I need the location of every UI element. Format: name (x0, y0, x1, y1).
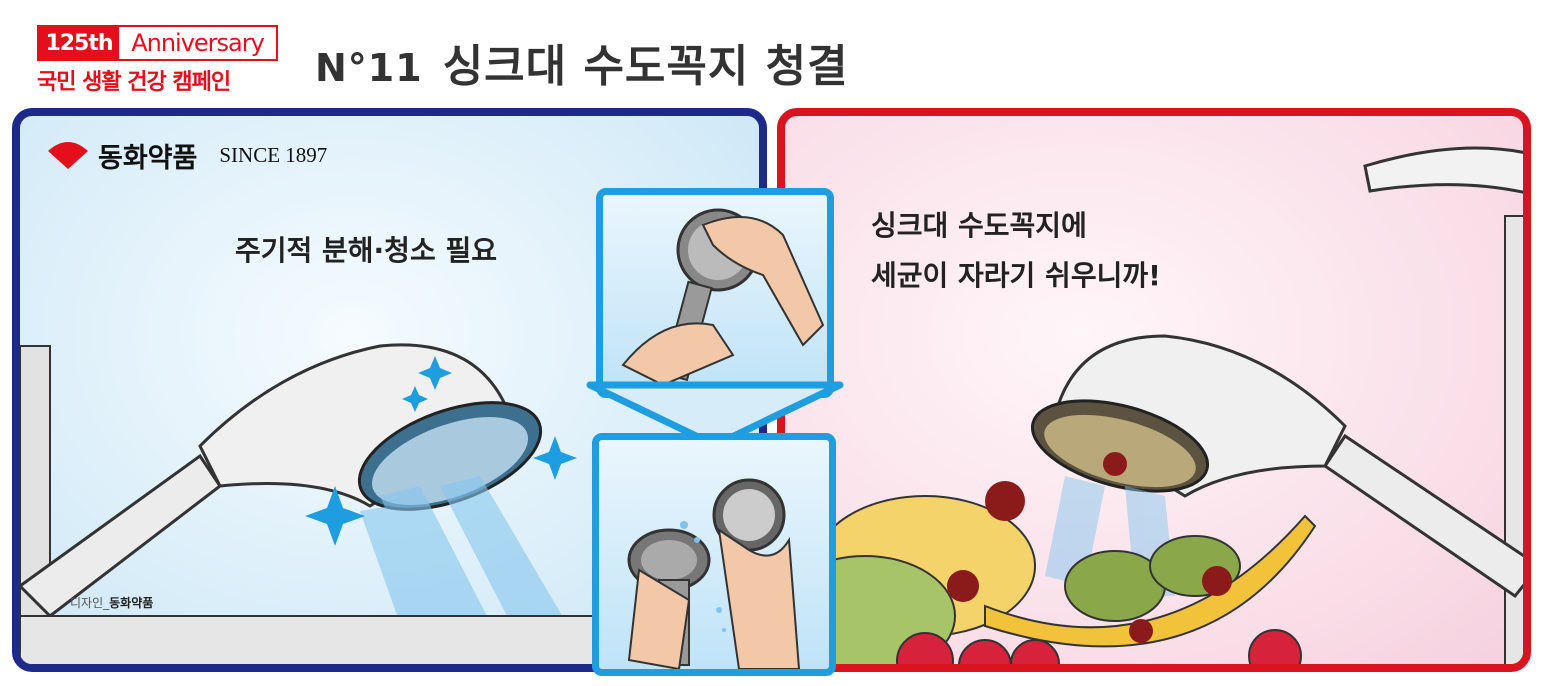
campaign-label: 국민 생활 건강 캠페인 (37, 70, 231, 95)
germ-icon (947, 452, 1232, 643)
credit-name: 동화약품 (109, 596, 154, 610)
left-caption: 주기적 분해·청소 필요 (235, 234, 497, 267)
dirty-showerhead-illustration (785, 146, 1523, 664)
brand-logo: 동화약품 SINCE 1897 (46, 136, 327, 175)
dirty-showerhead-panel: 싱크대 수도꼭지에 세균이 자라기 쉬우니까! (777, 108, 1531, 672)
right-caption-line2: 세균이 자라기 쉬우니까! (871, 259, 1161, 292)
credit-prefix: 디자인_ (70, 596, 110, 610)
page-title: N°11 싱크대 수도꼭지 청결 (315, 30, 849, 94)
anniversary-badge: 125th Anniversary (37, 25, 278, 61)
title-text: 싱크대 수도꼭지 청결 (442, 41, 849, 92)
sparkle-icon (305, 356, 577, 546)
disassemble-step-box (596, 188, 834, 398)
brand-since: SINCE 1897 (219, 143, 328, 167)
badge-text: Anniversary (131, 29, 265, 57)
separated-showerhead-parts-illustration (627, 478, 801, 669)
hands-holding-showerhead-illustration (621, 208, 825, 387)
right-caption-line1: 싱크대 수도꼭지에 (871, 209, 1087, 242)
badge-number: 125th (39, 27, 119, 59)
clean-step-box (592, 433, 836, 676)
brand-name: 동화약품 (98, 143, 198, 174)
down-arrow-icon (586, 381, 844, 449)
episode-number: N°11 (315, 46, 423, 90)
fan-logo-icon (48, 141, 88, 169)
design-credit: 디자인_동화약품 (70, 594, 153, 611)
